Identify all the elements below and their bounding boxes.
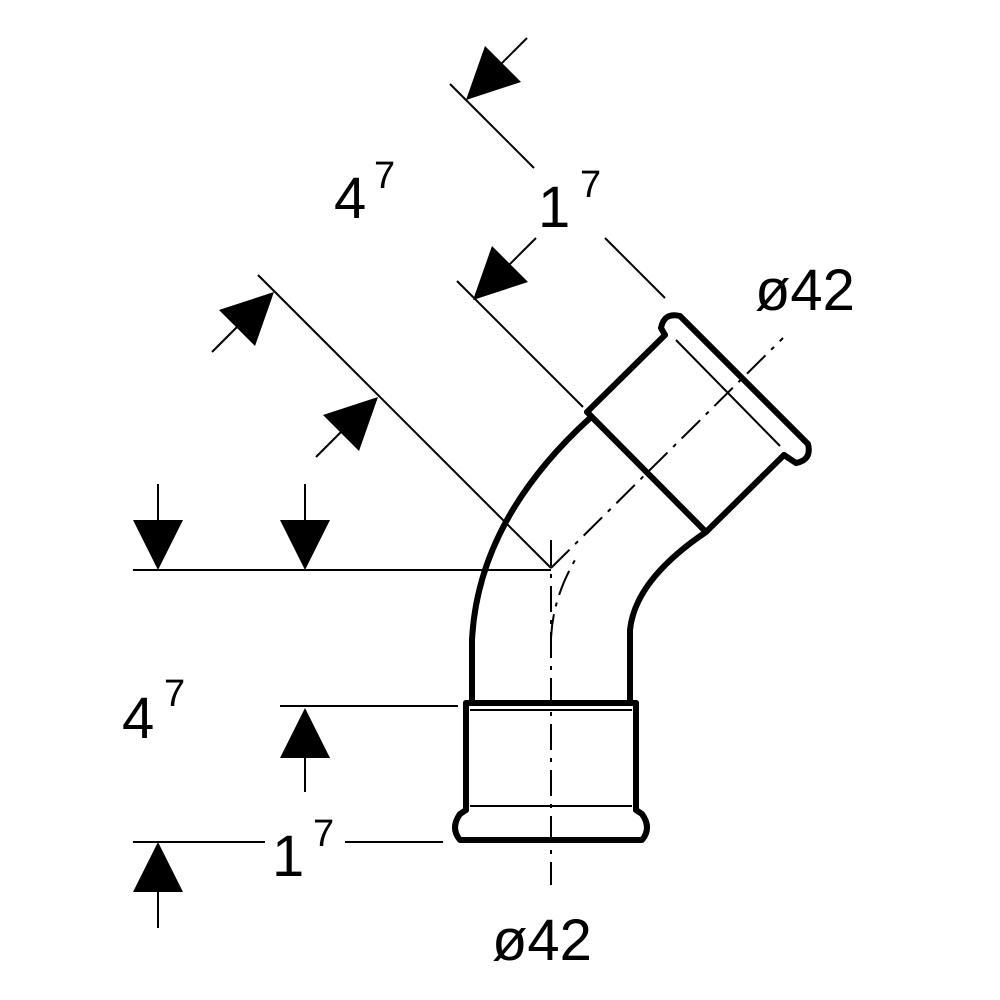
upper-socket-right <box>703 452 787 535</box>
upper-socket-rim <box>584 409 709 535</box>
arrowhead-diagonal-icon <box>219 292 274 346</box>
arrowheads <box>133 46 528 892</box>
top-extension-lower <box>604 237 666 299</box>
top-diameter-label: ø42 <box>755 258 855 323</box>
dimension-lines <box>133 37 666 928</box>
elbow-fitting <box>452 312 812 843</box>
diagonal-reference-line <box>257 274 552 569</box>
top-dim-4-exponent: 7 <box>374 155 395 197</box>
arrowhead-diagonal-icon <box>466 46 521 100</box>
diagonal-centre-line <box>550 337 784 569</box>
bottom-diameter-label: ø42 <box>492 908 592 973</box>
top-dim-4-base: 4 <box>334 166 366 231</box>
arrowhead-down-icon <box>280 520 330 570</box>
top-dim-1-exponent: 7 <box>580 164 601 206</box>
arrowhead-up-icon <box>133 842 183 892</box>
upper-socket-left <box>584 332 668 415</box>
arrow-tail <box>315 428 345 458</box>
bend-inner-wall <box>627 529 709 706</box>
upper-rim-extension <box>456 280 584 408</box>
bottom-dim-4-base: 4 <box>122 686 154 751</box>
arrowhead-diagonal-icon <box>473 246 528 300</box>
bend-centre-arc <box>550 559 576 641</box>
arrowhead-up-icon <box>280 708 330 758</box>
arrowhead-diagonal-icon <box>323 397 378 451</box>
arrowhead-down-icon <box>133 520 183 570</box>
top-dim-1-base: 1 <box>538 175 570 240</box>
bottom-dim-4-exponent: 7 <box>164 673 185 715</box>
bend-outer-wall <box>469 415 593 706</box>
dimension-labels: 4 7 1 7 ø42 4 7 1 7 ø42 <box>122 155 855 973</box>
insertion-lines <box>470 339 781 807</box>
bottom-dim-1-base: 1 <box>272 824 304 889</box>
upper-insertion-line-1 <box>591 419 701 529</box>
centre-lines <box>550 337 784 885</box>
bottom-dim-1-exponent: 7 <box>313 813 334 855</box>
top-extension-upper <box>449 83 535 169</box>
arrow-tail <box>211 323 241 353</box>
upper-socket-lip <box>658 312 812 466</box>
